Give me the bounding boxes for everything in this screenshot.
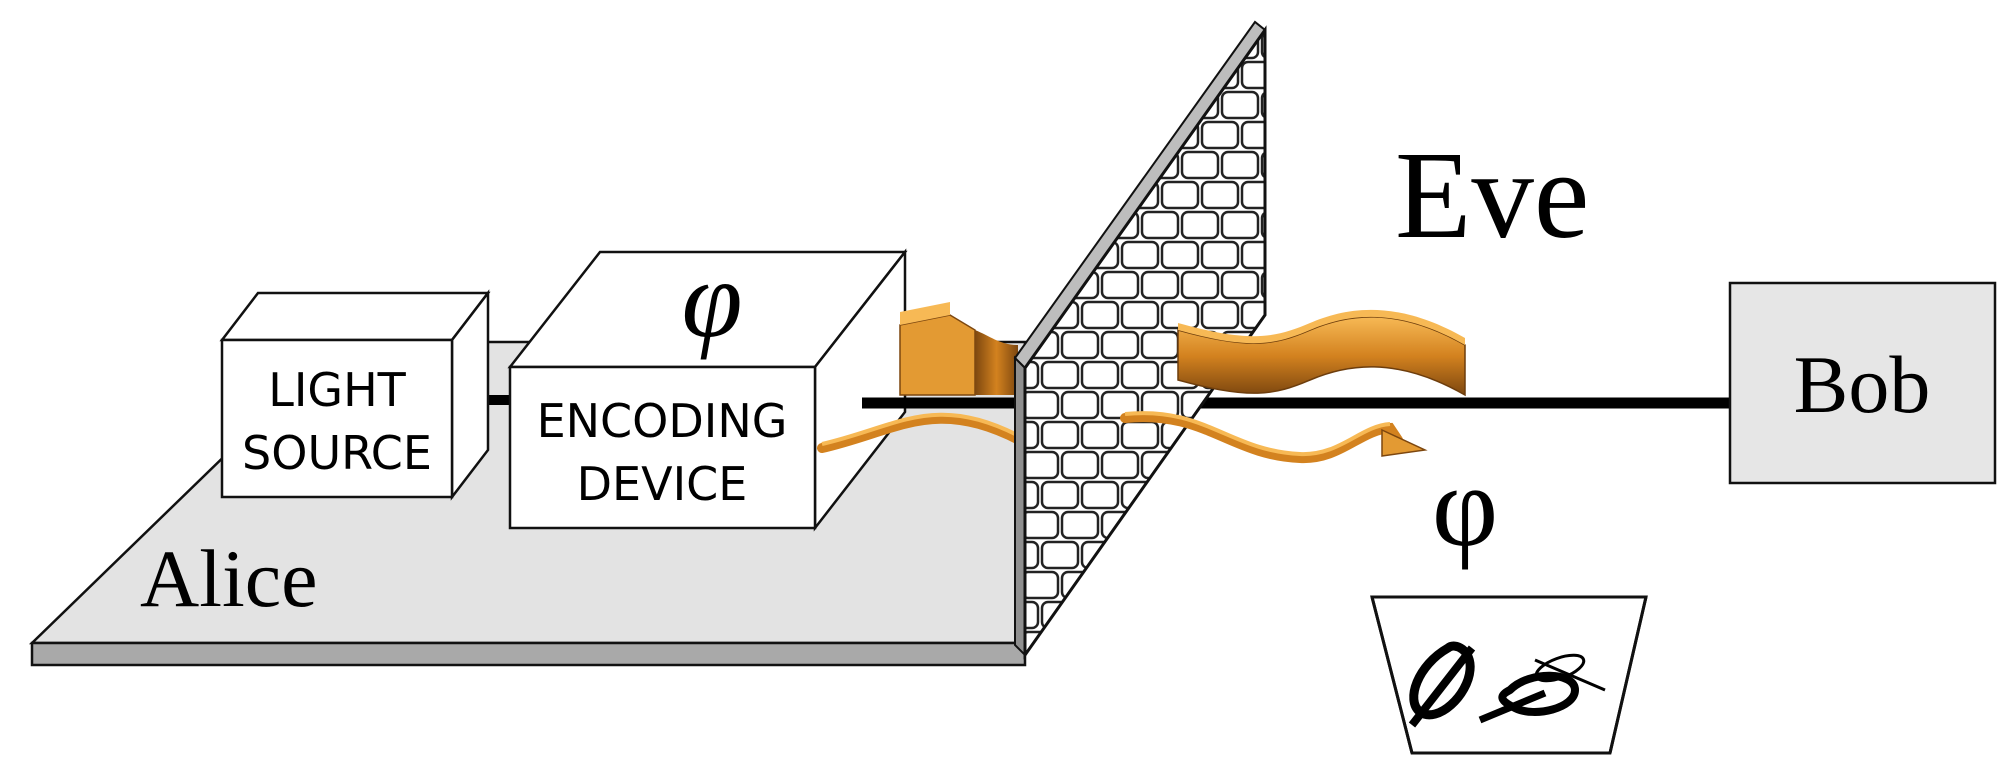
intercepted-phi-symbol: φ: [1432, 443, 1498, 570]
alice-label: Alice: [140, 533, 318, 624]
encoded-phi-symbol: φ: [682, 238, 743, 360]
light-source-label-line1: LIGHT: [268, 363, 406, 417]
trash-bin-icon: [1370, 595, 1648, 755]
encoding-device-label-line2: DEVICE: [577, 457, 748, 511]
intercept-wave-eve: [1177, 309, 1466, 397]
encoding-device-box: ENCODING DEVICE: [507, 248, 908, 532]
light-source-label-line2: SOURCE: [242, 426, 432, 480]
transmitted-wave: [817, 412, 1030, 453]
eve-label: Eve: [1395, 127, 1589, 265]
encoding-device-label-line1: ENCODING: [537, 394, 788, 448]
bob-label: Bob: [1794, 339, 1931, 430]
discarded-phi-scribble-2: [1478, 653, 1606, 724]
reflected-wave-left: [899, 302, 1018, 396]
light-source-box: LIGHT SOURCE: [219, 289, 491, 501]
bob-box: Bob: [1728, 281, 1997, 485]
discarded-phi-scribble-1: [1408, 641, 1476, 728]
forwarded-wave: [1120, 411, 1428, 464]
brick-wall-icon: [1013, 20, 1267, 660]
forward-arrow-head-icon: [1381, 428, 1428, 457]
